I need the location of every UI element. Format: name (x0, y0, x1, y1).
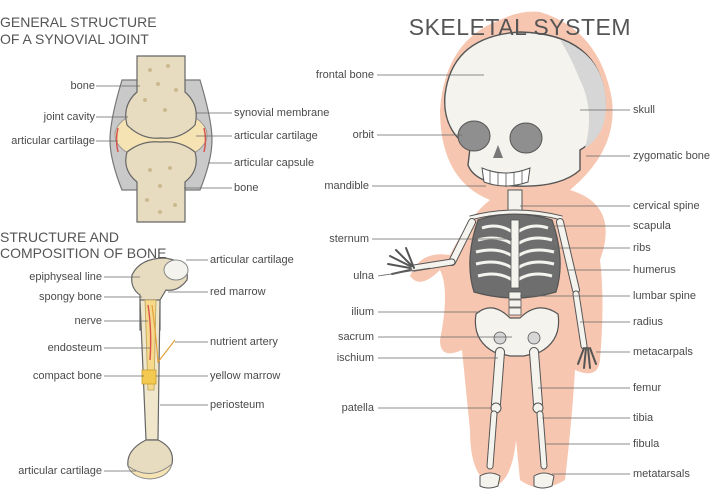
label-yellow-marrow: yellow marrow (210, 370, 281, 382)
label-periosteum: periosteum (210, 399, 265, 411)
label-endosteum: endosteum (47, 342, 102, 354)
label-nutrient-artery: nutrient artery (210, 336, 278, 348)
label-cervical-spine: cervical spine (633, 200, 700, 212)
main-title: SKELETAL SYSTEM (408, 14, 631, 40)
label-bone-articular-cartilage-bottom: articular cartilage (18, 465, 102, 477)
label-ilium: ilium (351, 306, 374, 318)
synovial-joint-illustration (109, 55, 213, 223)
label-bone-articular-cartilage-top: articular cartilage (210, 254, 294, 266)
label-tibia: tibia (633, 412, 654, 424)
label-frontal-bone: frontal bone (315, 69, 374, 81)
label-sternum: sternum (329, 233, 369, 245)
joint-leader-lines (96, 85, 232, 189)
label-ischium: ischium (336, 352, 374, 364)
long-bone-illustration (127, 257, 189, 480)
joint-section-title-line2: OF A SYNOVIAL JOINT (0, 31, 149, 47)
label-patella: patella (341, 402, 374, 414)
label-red-marrow: red marrow (210, 286, 266, 298)
label-epiphyseal-line: epiphyseal line (29, 271, 102, 283)
label-mandible: mandible (324, 180, 369, 192)
label-zygomatic-bone: zygomatic bone (633, 150, 711, 162)
label-humerus: humerus (633, 264, 676, 276)
skeleton-illustration (387, 11, 613, 489)
label-compact-bone: compact bone (32, 370, 102, 382)
label-nerve: nerve (74, 315, 102, 327)
label-ulna: ulna (353, 270, 374, 282)
label-joint-articular-cartilage-left: articular cartilage (11, 135, 95, 147)
joint-section-title-line1: GENERAL STRUCTURE (0, 14, 157, 30)
label-joint-bone-top: bone (70, 80, 95, 92)
label-joint-cavity: joint cavity (43, 111, 95, 123)
label-metacarpals: metacarpals (633, 346, 693, 358)
skeleton-leader-lines (372, 74, 630, 475)
label-scapula: scapula (633, 220, 671, 232)
label-ribs: ribs (633, 242, 651, 254)
label-articular-capsule: articular capsule (234, 157, 315, 169)
label-skull: skull (633, 104, 656, 116)
label-synovial-membrane: synovial membrane (234, 107, 330, 119)
bone-section-title-line1: STRUCTURE AND (0, 229, 120, 245)
bone-section-title-line2: COMPOSITION OF BONE (0, 245, 167, 261)
label-femur: femur (633, 382, 662, 394)
label-sacrum: sacrum (337, 331, 374, 343)
bone-leader-lines (104, 259, 208, 472)
label-lumbar-spine: lumbar spine (633, 290, 696, 302)
label-orbit: orbit (352, 129, 374, 141)
label-joint-bone-bottom: bone (234, 182, 259, 194)
label-spongy-bone: spongy bone (39, 291, 102, 303)
label-joint-articular-cartilage-right: articular cartilage (234, 130, 318, 142)
label-metatarsals: metatarsals (633, 468, 690, 480)
label-radius: radius (633, 316, 663, 328)
label-fibula: fibula (633, 438, 660, 450)
